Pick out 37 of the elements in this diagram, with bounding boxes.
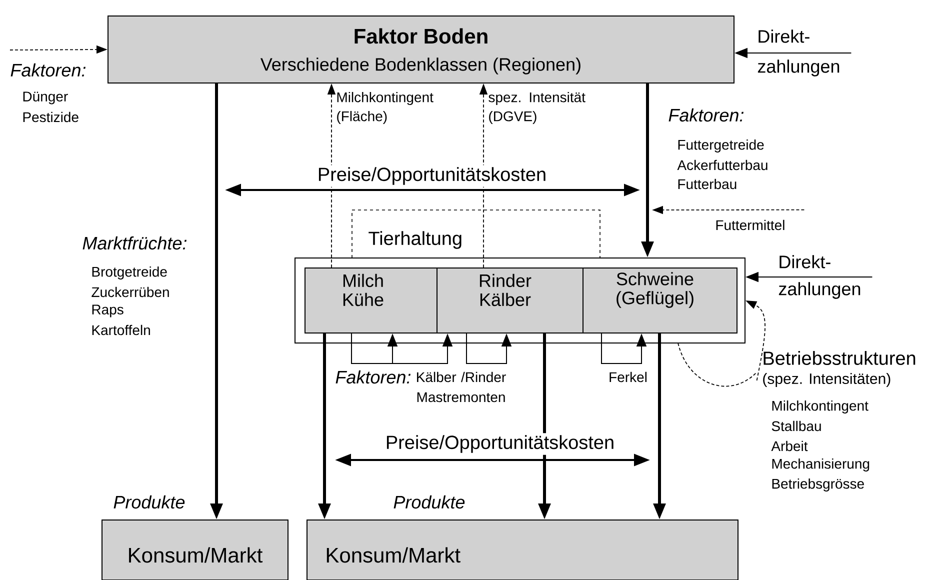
list-item: Raps	[92, 304, 124, 318]
list-item: Futtergetreide	[678, 139, 764, 153]
input-label: Futtermittel	[716, 220, 784, 230]
list-item: Futterbau	[678, 178, 736, 190]
list-item: Betriebsgrösse	[772, 478, 864, 492]
list-item: Kälber /Rinder Mastremonten	[417, 372, 506, 402]
list-item: Pestizide	[23, 112, 78, 122]
factor-heading: Marktfrüchte:	[82, 236, 187, 250]
list-item: Ackerfutterbau	[677, 160, 768, 170]
list-item: Stallbau	[772, 420, 821, 432]
market-box: Konsum/Markt	[102, 520, 288, 580]
list-item: Ferkel	[610, 372, 647, 382]
list-item: Arbeit	[771, 440, 808, 452]
payment-label: Direkt- zahlungen	[758, 30, 840, 76]
livestock-box: Rinder Kälber	[436, 268, 584, 334]
livestock-box: Milch Kühe	[304, 268, 438, 334]
list-item: Kartoffeln	[92, 324, 150, 336]
list-item: Milchkontingent	[772, 400, 868, 414]
list-item: Dünger	[23, 92, 68, 104]
payment-label: Direkt- zahlungen	[778, 255, 860, 299]
land-box: Faktor Boden Verschiedene Bodenklassen (Regionen)	[108, 16, 734, 84]
factor-note: Betriebsstrukturen (spez. Intensitäten)	[763, 351, 916, 387]
list-item: Mechanisierung	[772, 458, 870, 472]
edge-label: spez. Intensität (DGVE)	[488, 92, 586, 124]
caption-text: Produkte	[114, 495, 185, 509]
price-label: Preise/Opportunitätskosten	[383, 433, 617, 455]
list-item: Brotgetreide	[92, 266, 167, 280]
edge-label: Milchkontingent (Fläche)	[337, 92, 434, 124]
caption-text: Produkte	[394, 495, 465, 509]
market-box: Konsum/Markt	[306, 520, 738, 580]
factor-heading: Faktoren:	[336, 370, 411, 384]
list-item: Zuckerrüben	[92, 286, 169, 298]
price-label: Preise/Opportunitätskosten	[315, 165, 549, 187]
group-heading: Tierhaltung	[368, 231, 462, 249]
livestock-box: Schweine (Geflügel)	[582, 268, 738, 334]
factor-heading: Faktoren:	[668, 108, 744, 122]
factor-heading: Faktoren:	[10, 63, 86, 77]
